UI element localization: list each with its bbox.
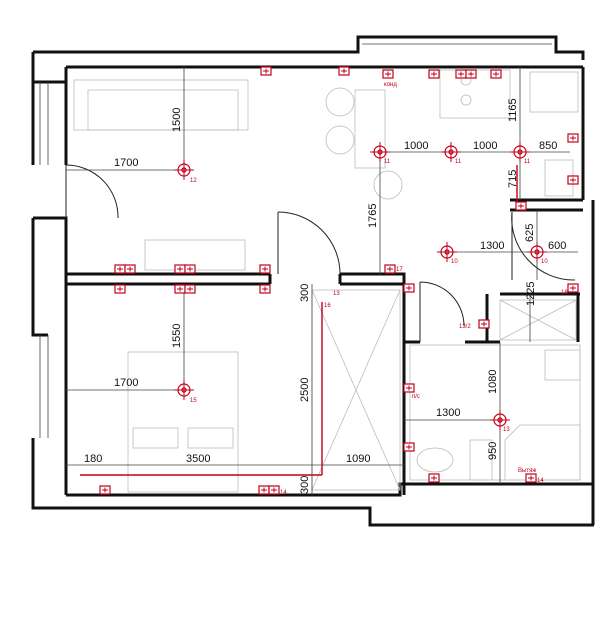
dim-1225: 1225 bbox=[525, 282, 537, 306]
dim-180: 180 bbox=[84, 453, 102, 465]
label-17: 17 bbox=[396, 267, 403, 273]
socket-icon bbox=[174, 284, 186, 294]
lamp-num-10a: 10 bbox=[451, 259, 458, 265]
socket-icon bbox=[567, 175, 579, 185]
socket-icon bbox=[259, 284, 271, 294]
socket-icon bbox=[478, 319, 490, 329]
annotations: конд п/с Вытяж 12 15 11 11 11 10 10 13 1… bbox=[190, 82, 568, 496]
dim-300-top: 300 bbox=[299, 284, 311, 302]
dim-625: 625 bbox=[524, 224, 536, 242]
label-13: 13 bbox=[333, 291, 340, 297]
dim-1765: 1765 bbox=[367, 204, 379, 228]
dim-715: 715 bbox=[507, 170, 519, 188]
socket-icon bbox=[99, 485, 111, 495]
dim-1300-top: 1300 bbox=[480, 240, 504, 252]
socket-icon bbox=[259, 264, 271, 274]
dim-1080: 1080 bbox=[487, 370, 499, 394]
dim-1165: 1165 bbox=[507, 98, 519, 122]
wiring bbox=[80, 165, 518, 476]
socket-icon bbox=[268, 485, 280, 495]
socket-icon bbox=[455, 69, 467, 79]
lamp-num-12: 12 bbox=[190, 178, 197, 184]
socket-icon bbox=[184, 264, 196, 274]
label-kond: конд bbox=[384, 82, 397, 88]
socket-icon bbox=[114, 264, 126, 274]
dim-600: 600 bbox=[548, 240, 566, 252]
dim-1700-bottom: 1700 bbox=[114, 377, 138, 389]
lamp-num-10b: 10 bbox=[541, 259, 548, 265]
label-16: 16 bbox=[324, 303, 331, 309]
socket-icon bbox=[260, 66, 272, 76]
socket-icon bbox=[403, 383, 415, 393]
socket-icon bbox=[382, 69, 394, 79]
dim-950: 950 bbox=[487, 442, 499, 460]
lamp-num-11a: 11 bbox=[384, 159, 391, 165]
dim-300-bottom: 300 bbox=[299, 476, 311, 494]
lamp-num-15: 15 bbox=[190, 398, 197, 404]
socket-icon bbox=[403, 442, 415, 452]
lamp-num-11c: 11 bbox=[524, 159, 531, 165]
socket-icon bbox=[428, 473, 440, 483]
socket-icon bbox=[403, 283, 415, 293]
socket-icon bbox=[515, 201, 527, 211]
dim-1550: 1550 bbox=[171, 324, 183, 348]
label-ps: п/с bbox=[412, 394, 420, 400]
socket-icon bbox=[384, 264, 396, 274]
socket-icon bbox=[338, 66, 350, 76]
dim-1000-b: 1000 bbox=[473, 140, 497, 152]
socket-icon bbox=[525, 473, 537, 483]
ceiling-lamp-icon bbox=[173, 159, 195, 181]
dim-1000-a: 1000 bbox=[404, 140, 428, 152]
lamp-num-13: 13 bbox=[503, 427, 510, 433]
dim-1300-bottom: 1300 bbox=[436, 407, 460, 419]
socket-icon bbox=[258, 485, 270, 495]
label-13-2: 13/2 bbox=[459, 324, 471, 330]
label-vytyazh: Вытяж bbox=[518, 468, 536, 474]
socket-icon bbox=[567, 133, 579, 143]
dim-1500: 1500 bbox=[171, 108, 183, 132]
dim-1090: 1090 bbox=[346, 453, 370, 465]
label-18: 18 bbox=[561, 290, 568, 296]
label-14a: 14 bbox=[280, 490, 287, 496]
windows bbox=[39, 43, 552, 438]
dimension-labels: 1500 1700 1000 1000 850 1165 715 1765 62… bbox=[84, 98, 566, 494]
socket-icon bbox=[184, 284, 196, 294]
dim-2500: 2500 bbox=[299, 378, 311, 402]
socket-icon bbox=[174, 264, 186, 274]
dim-850: 850 bbox=[539, 140, 557, 152]
dim-3500: 3500 bbox=[186, 453, 210, 465]
lamp-num-11b: 11 bbox=[455, 159, 462, 165]
doors bbox=[65, 164, 576, 342]
socket-icon bbox=[567, 283, 579, 293]
socket-icon bbox=[114, 284, 126, 294]
label-14b: 14 bbox=[537, 478, 544, 484]
socket-icon bbox=[124, 264, 136, 274]
socket-icon bbox=[465, 69, 477, 79]
dim-1700-top: 1700 bbox=[114, 157, 138, 169]
socket-icon bbox=[428, 69, 440, 79]
ceiling-lamp-icon bbox=[173, 379, 195, 401]
socket-icon bbox=[490, 69, 502, 79]
